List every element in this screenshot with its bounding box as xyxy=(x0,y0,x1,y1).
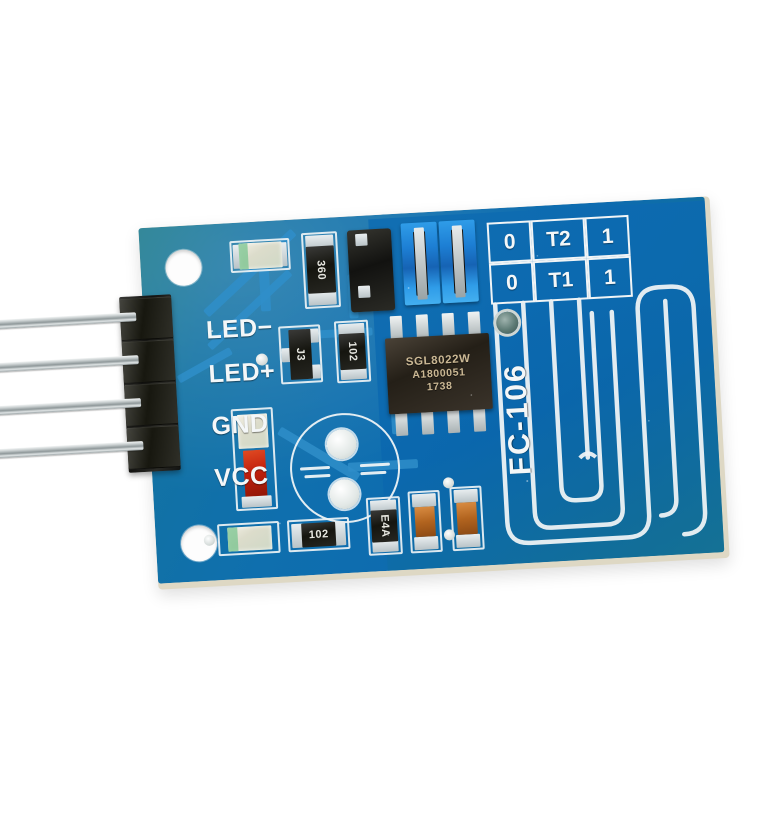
resistor-102-bottom: 102 xyxy=(301,521,337,548)
led-bottom-tint xyxy=(227,527,239,552)
header-pin-2-led-plus[interactable] xyxy=(0,355,139,373)
transistor-marking: J3 xyxy=(294,347,307,362)
resistor-102-bottom-marking: 102 xyxy=(308,528,329,542)
transistor-sot23: J3 xyxy=(288,328,314,380)
led-indicator-top xyxy=(238,241,283,270)
led-top-tint xyxy=(238,243,250,270)
header-pin-1-led-minus[interactable] xyxy=(0,312,137,330)
capacitor-tan-1 xyxy=(414,506,436,538)
inductor-choke xyxy=(346,228,396,313)
pin-header-connector[interactable] xyxy=(0,294,181,478)
trace-8 xyxy=(176,347,233,384)
resistor-360: 360 xyxy=(305,245,337,294)
touch-pad-meander[interactable] xyxy=(461,211,717,560)
ic-line-3: 1738 xyxy=(426,379,453,394)
led-indicator-vcc xyxy=(236,413,269,449)
pad-choke-bottom xyxy=(357,285,371,299)
pad-led-vcc-bottom xyxy=(241,495,273,508)
capacitor-tan-2 xyxy=(456,501,478,535)
mounting-hole-top-left xyxy=(164,248,203,287)
pcb-solder-mask: 360 0 T2 1 0 T1 1 xyxy=(138,196,725,584)
testpad-led-plus xyxy=(255,353,269,366)
resistor-e4a: E4A xyxy=(370,509,399,543)
pad-cap1-bottom xyxy=(414,536,439,551)
led-red xyxy=(242,449,268,499)
pad-cap2-bottom xyxy=(455,533,481,548)
resistor-102-mid-marking: 102 xyxy=(346,341,360,362)
header-pin-4-vcc[interactable] xyxy=(0,441,144,459)
board-part-number: FC-106 xyxy=(498,362,538,477)
ic-sgl8022w: SGL8022W A1800051 1738 xyxy=(384,332,493,415)
header-pin-3-gnd[interactable] xyxy=(0,398,142,416)
dip-switch-1[interactable] xyxy=(400,221,442,306)
resistor-102-mid: 102 xyxy=(338,332,367,371)
resistor-e4a-marking: E4A xyxy=(377,514,391,538)
pcb-board: 360 0 T2 1 0 T1 1 xyxy=(138,196,730,590)
led-indicator-bottom xyxy=(227,525,273,552)
resistor-360-marking: 360 xyxy=(314,259,328,280)
pad-choke-top xyxy=(355,233,368,247)
